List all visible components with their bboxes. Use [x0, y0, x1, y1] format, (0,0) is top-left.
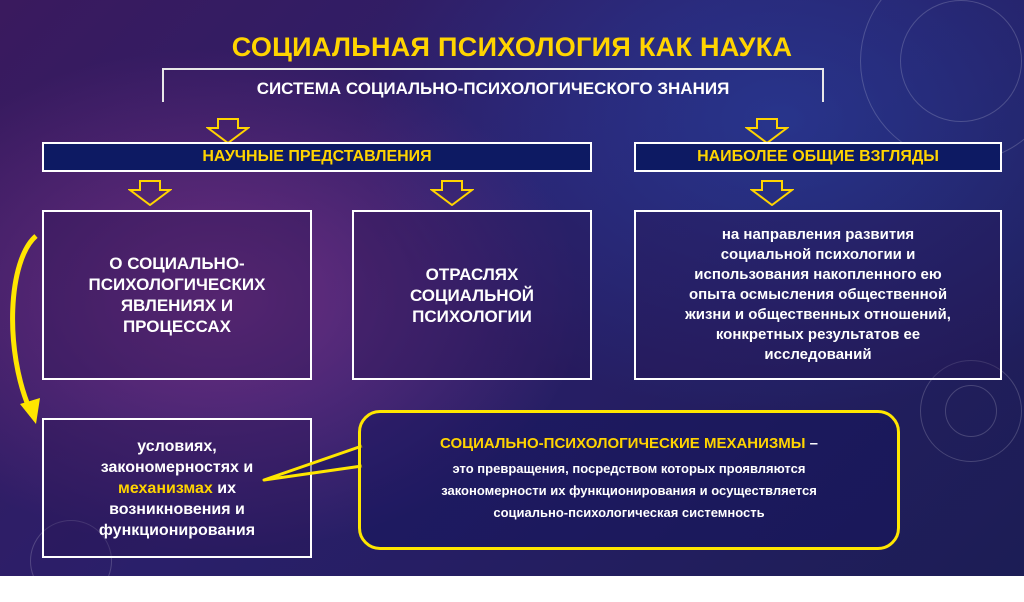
box-line: социальной психологии и	[720, 246, 916, 263]
box-line: механизмах их	[99, 478, 255, 499]
box-line: закономерностях и	[100, 458, 254, 476]
background	[0, 0, 1024, 576]
down-arrow-icon	[128, 180, 172, 206]
box-line: жизни и общественных отношений,	[685, 306, 951, 323]
definition-callout: СОЦИАЛЬНО-ПСИХОЛОГИЧЕСКИЕ МЕХАНИЗМЫ – эт…	[358, 410, 900, 550]
box-line: ОТРАСЛЯХ	[425, 264, 519, 284]
box-directions: на направления развития социальной психо…	[634, 210, 1002, 380]
box-line: О СОЦИАЛЬНО-	[109, 254, 245, 273]
down-arrow-icon	[430, 180, 474, 206]
curved-arrow-icon	[10, 234, 40, 424]
page-subtitle: СИСТЕМА СОЦИАЛЬНО-ПСИХОЛОГИЧЕСКОГО ЗНАНИ…	[162, 68, 824, 102]
callout-pointer	[262, 444, 363, 482]
callout-line: социально-психологическая системность	[493, 505, 765, 520]
down-arrow-icon	[750, 180, 794, 206]
bar-general-views: НАИБОЛЕЕ ОБЩИЕ ВЗГЛЯДЫ	[634, 142, 1002, 172]
box-line: условиях,	[137, 437, 217, 455]
box-line: ПСИХОЛОГИЧЕСКИХ	[88, 275, 266, 294]
highlight-term: механизмах	[118, 479, 213, 497]
callout-line: закономерности их функционирования и осу…	[441, 483, 817, 498]
box-branches: ОТРАСЛЯХ СОЦИАЛЬНОЙ ПСИХОЛОГИИ	[352, 210, 592, 380]
box-line: использования накопленного ею	[694, 266, 942, 283]
box-conditions: условиях, закономерностях и механизмах и…	[42, 418, 312, 558]
box-line-rest: их	[212, 479, 236, 497]
decorative-circle	[900, 0, 1022, 122]
callout-line: это превращения, посредством которых про…	[452, 461, 806, 476]
box-line: ЯВЛЕНИЯХ И	[120, 296, 234, 315]
down-arrow-icon	[745, 118, 789, 144]
decorative-circle	[945, 385, 997, 437]
box-line: СОЦИАЛЬНОЙ	[409, 285, 535, 305]
callout-heading: СОЦИАЛЬНО-ПСИХОЛОГИЧЕСКИЕ МЕХАНИЗМЫ –	[361, 435, 897, 452]
decorative-circle	[920, 360, 1022, 462]
page-title: СОЦИАЛЬНАЯ ПСИХОЛОГИЯ КАК НАУКА	[231, 32, 793, 62]
box-line: ПРОЦЕССАХ	[122, 317, 232, 336]
callout-term: СОЦИАЛЬНО-ПСИХОЛОГИЧЕСКИЕ МЕХАНИЗМЫ	[440, 435, 806, 452]
box-line: ПСИХОЛОГИИ	[412, 306, 532, 326]
down-arrow-icon	[206, 118, 250, 144]
box-line: конкретных результатов ее	[715, 326, 921, 343]
box-phenomena: О СОЦИАЛЬНО- ПСИХОЛОГИЧЕСКИХ ЯВЛЕНИЯХ И …	[42, 210, 312, 380]
box-line: исследований	[764, 346, 872, 363]
callout-dash: –	[805, 435, 818, 452]
box-line: функционирования	[98, 521, 256, 539]
box-line: опыта осмысления общественной	[688, 286, 948, 303]
bar-scientific-ideas: НАУЧНЫЕ ПРЕДСТАВЛЕНИЯ	[42, 142, 592, 172]
box-line: на направления развития	[721, 226, 915, 243]
box-line: возникновения и	[109, 500, 245, 518]
